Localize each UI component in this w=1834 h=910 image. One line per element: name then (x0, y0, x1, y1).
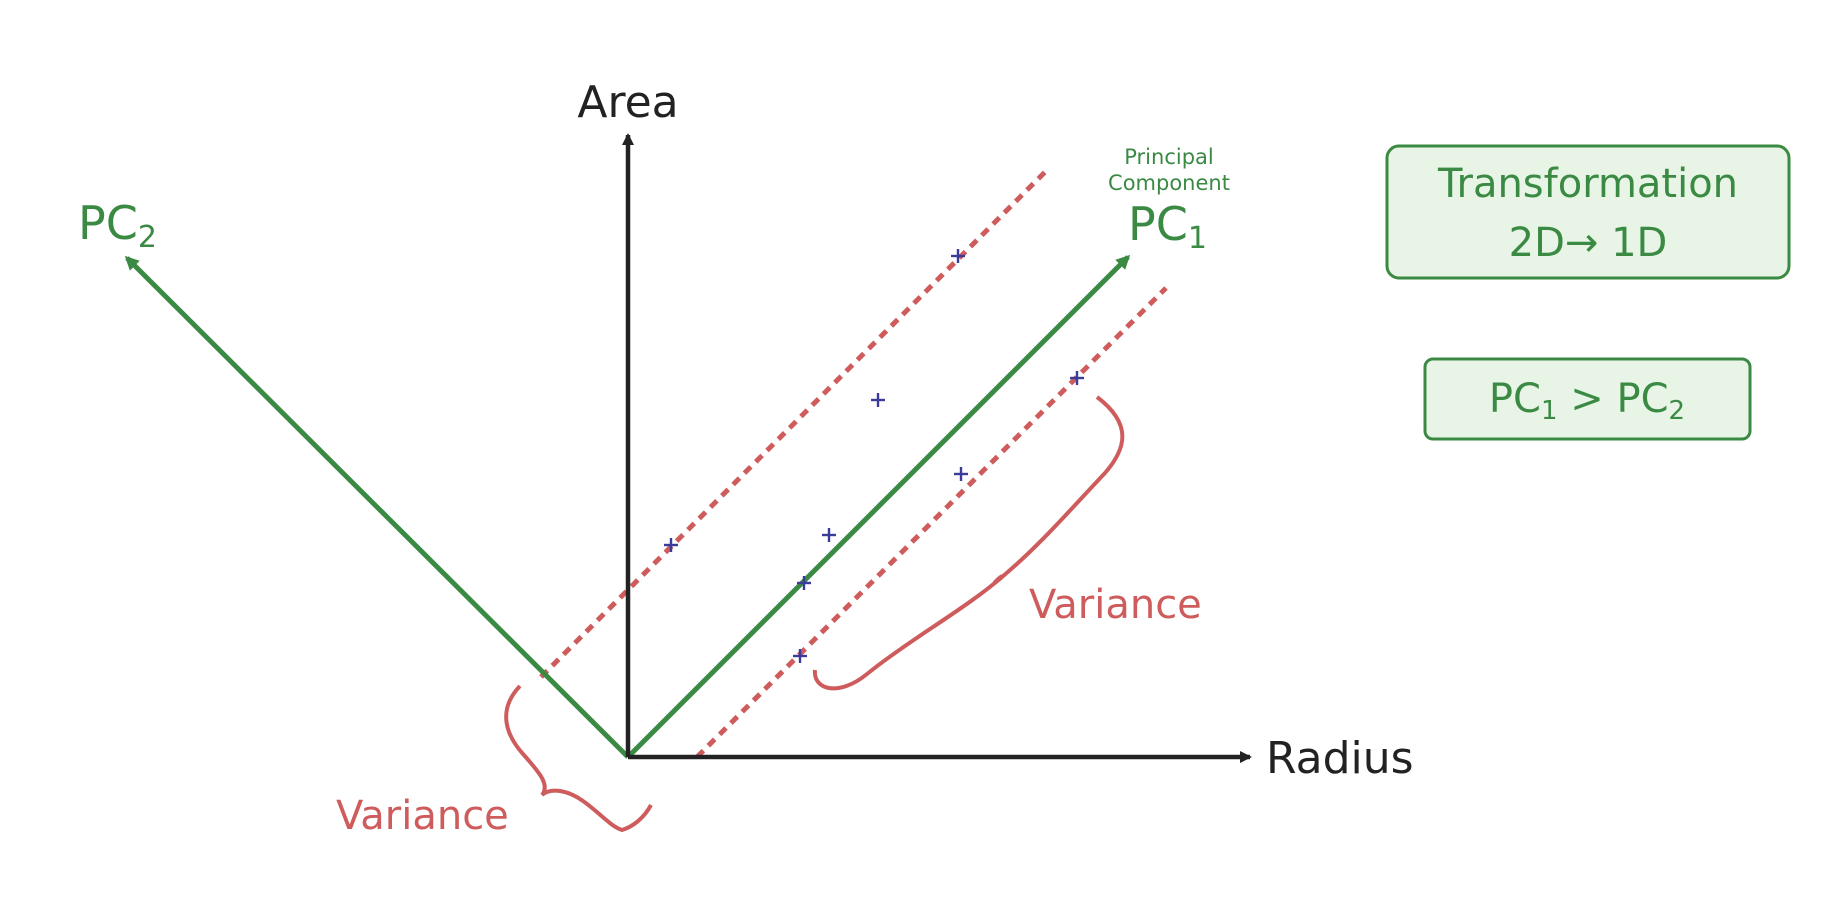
comparison-right-main: PC (1616, 376, 1668, 422)
data-point (1070, 371, 1084, 385)
x-axis-label: Radius (1266, 733, 1414, 784)
transformation-title: Transformation (1437, 161, 1738, 207)
pc2-label-sub: 2 (138, 220, 157, 255)
pc2-label: PC2 (78, 196, 157, 255)
principal-annotation-line1: Principal (1124, 145, 1214, 169)
variance-bound-upper-line (539, 168, 1049, 679)
data-point (871, 393, 885, 407)
comparison-right-sub: 2 (1669, 396, 1686, 426)
variance-bound-lower-line (695, 286, 1168, 759)
data-point (954, 467, 968, 481)
y-axis-label: Area (577, 77, 678, 128)
data-point (951, 249, 965, 263)
transformation-box (1385, 144, 1791, 280)
pc1-label-sub: 1 (1188, 221, 1207, 256)
pc1-vector (626, 254, 1131, 759)
comparison-operator: > (1570, 376, 1604, 422)
pc1-label: PC1 (1128, 197, 1207, 256)
variance-brace-right (812, 395, 1125, 691)
pc2-label-main: PC (78, 196, 138, 250)
pc2-vector (124, 255, 630, 759)
principal-annotation-line2: Component (1108, 171, 1230, 195)
comparison-box (1423, 357, 1752, 441)
variance-label-right: Variance (1029, 582, 1202, 628)
data-point (793, 649, 807, 663)
data-point (664, 538, 678, 552)
data-point (822, 528, 836, 542)
variance-label-left: Variance (336, 793, 509, 839)
data-point (797, 576, 811, 590)
transformation-subtitle: 2D→ 1D (1509, 220, 1668, 266)
variance-brace-left (504, 684, 653, 833)
comparison-left-main: PC (1489, 376, 1541, 422)
pc1-label-main: PC (1128, 197, 1188, 251)
comparison-text: PC1 > PC2 (1489, 376, 1685, 426)
data-points (664, 249, 1084, 663)
comparison-left-sub: 1 (1541, 396, 1558, 426)
